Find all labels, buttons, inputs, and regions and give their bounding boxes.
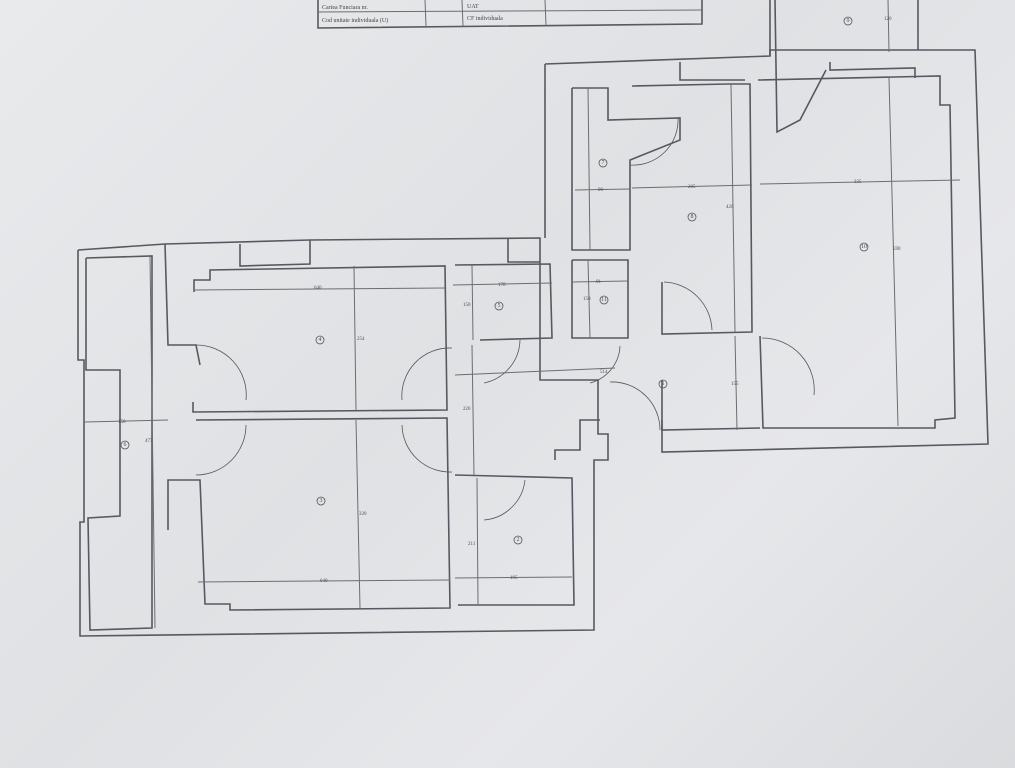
dim-label: 335: [854, 180, 862, 185]
dim-label: 220: [463, 407, 471, 412]
dim-label: 91: [596, 280, 602, 285]
dim-label: 254: [357, 337, 365, 342]
dimension-labels: 640 254 178 150 220 320 640 211 195 150 …: [118, 17, 901, 584]
dim-label: 150: [118, 420, 126, 425]
dim-label: 90: [598, 188, 604, 193]
dim-label: 320: [359, 512, 367, 517]
title-row2-mid: CF individuala: [467, 16, 503, 22]
dim-label: 120: [884, 17, 892, 22]
room-number: 1: [662, 381, 665, 387]
dim-label: 514: [600, 370, 608, 375]
title-row1-left: Cartea Funciara nr.: [322, 5, 368, 11]
title-row1-mid: UAT: [467, 4, 479, 10]
dim-label: 155: [731, 382, 739, 387]
doors: [195, 117, 815, 521]
room-number: 7: [602, 160, 605, 166]
room-number: 8: [691, 214, 694, 220]
walls: [77, 0, 989, 637]
room-number: 2: [517, 537, 520, 543]
dim-label: 150: [583, 297, 591, 302]
room-number: 6: [124, 442, 127, 448]
dim-label: 150: [463, 303, 471, 308]
dim-label: 477: [145, 439, 153, 444]
dim-label: 640: [314, 286, 322, 291]
dim-label: 205: [688, 185, 696, 190]
dim-label: 195: [510, 576, 518, 581]
dim-label: 640: [320, 579, 328, 584]
title-row2-left: Cod unitate individuala (U): [322, 17, 388, 24]
dim-label: 426: [726, 205, 734, 210]
title-block: Cartea Funciara nr. UAT Cod unitate indi…: [317, 0, 703, 29]
dim-label: 178: [498, 283, 506, 288]
room-number: 5: [498, 303, 501, 309]
dim-label: 211: [468, 542, 476, 547]
room-number: 9: [847, 18, 850, 24]
dimension-lines: [83, 0, 961, 629]
room-number: 10: [861, 244, 867, 250]
room-number: 3: [320, 498, 323, 504]
dim-label: 590: [893, 247, 901, 252]
room-number: 11: [601, 297, 607, 303]
room-markers: 6 4 3 5 2 8 7 9 10 1 11: [120, 16, 869, 545]
room-number: 4: [319, 337, 322, 343]
